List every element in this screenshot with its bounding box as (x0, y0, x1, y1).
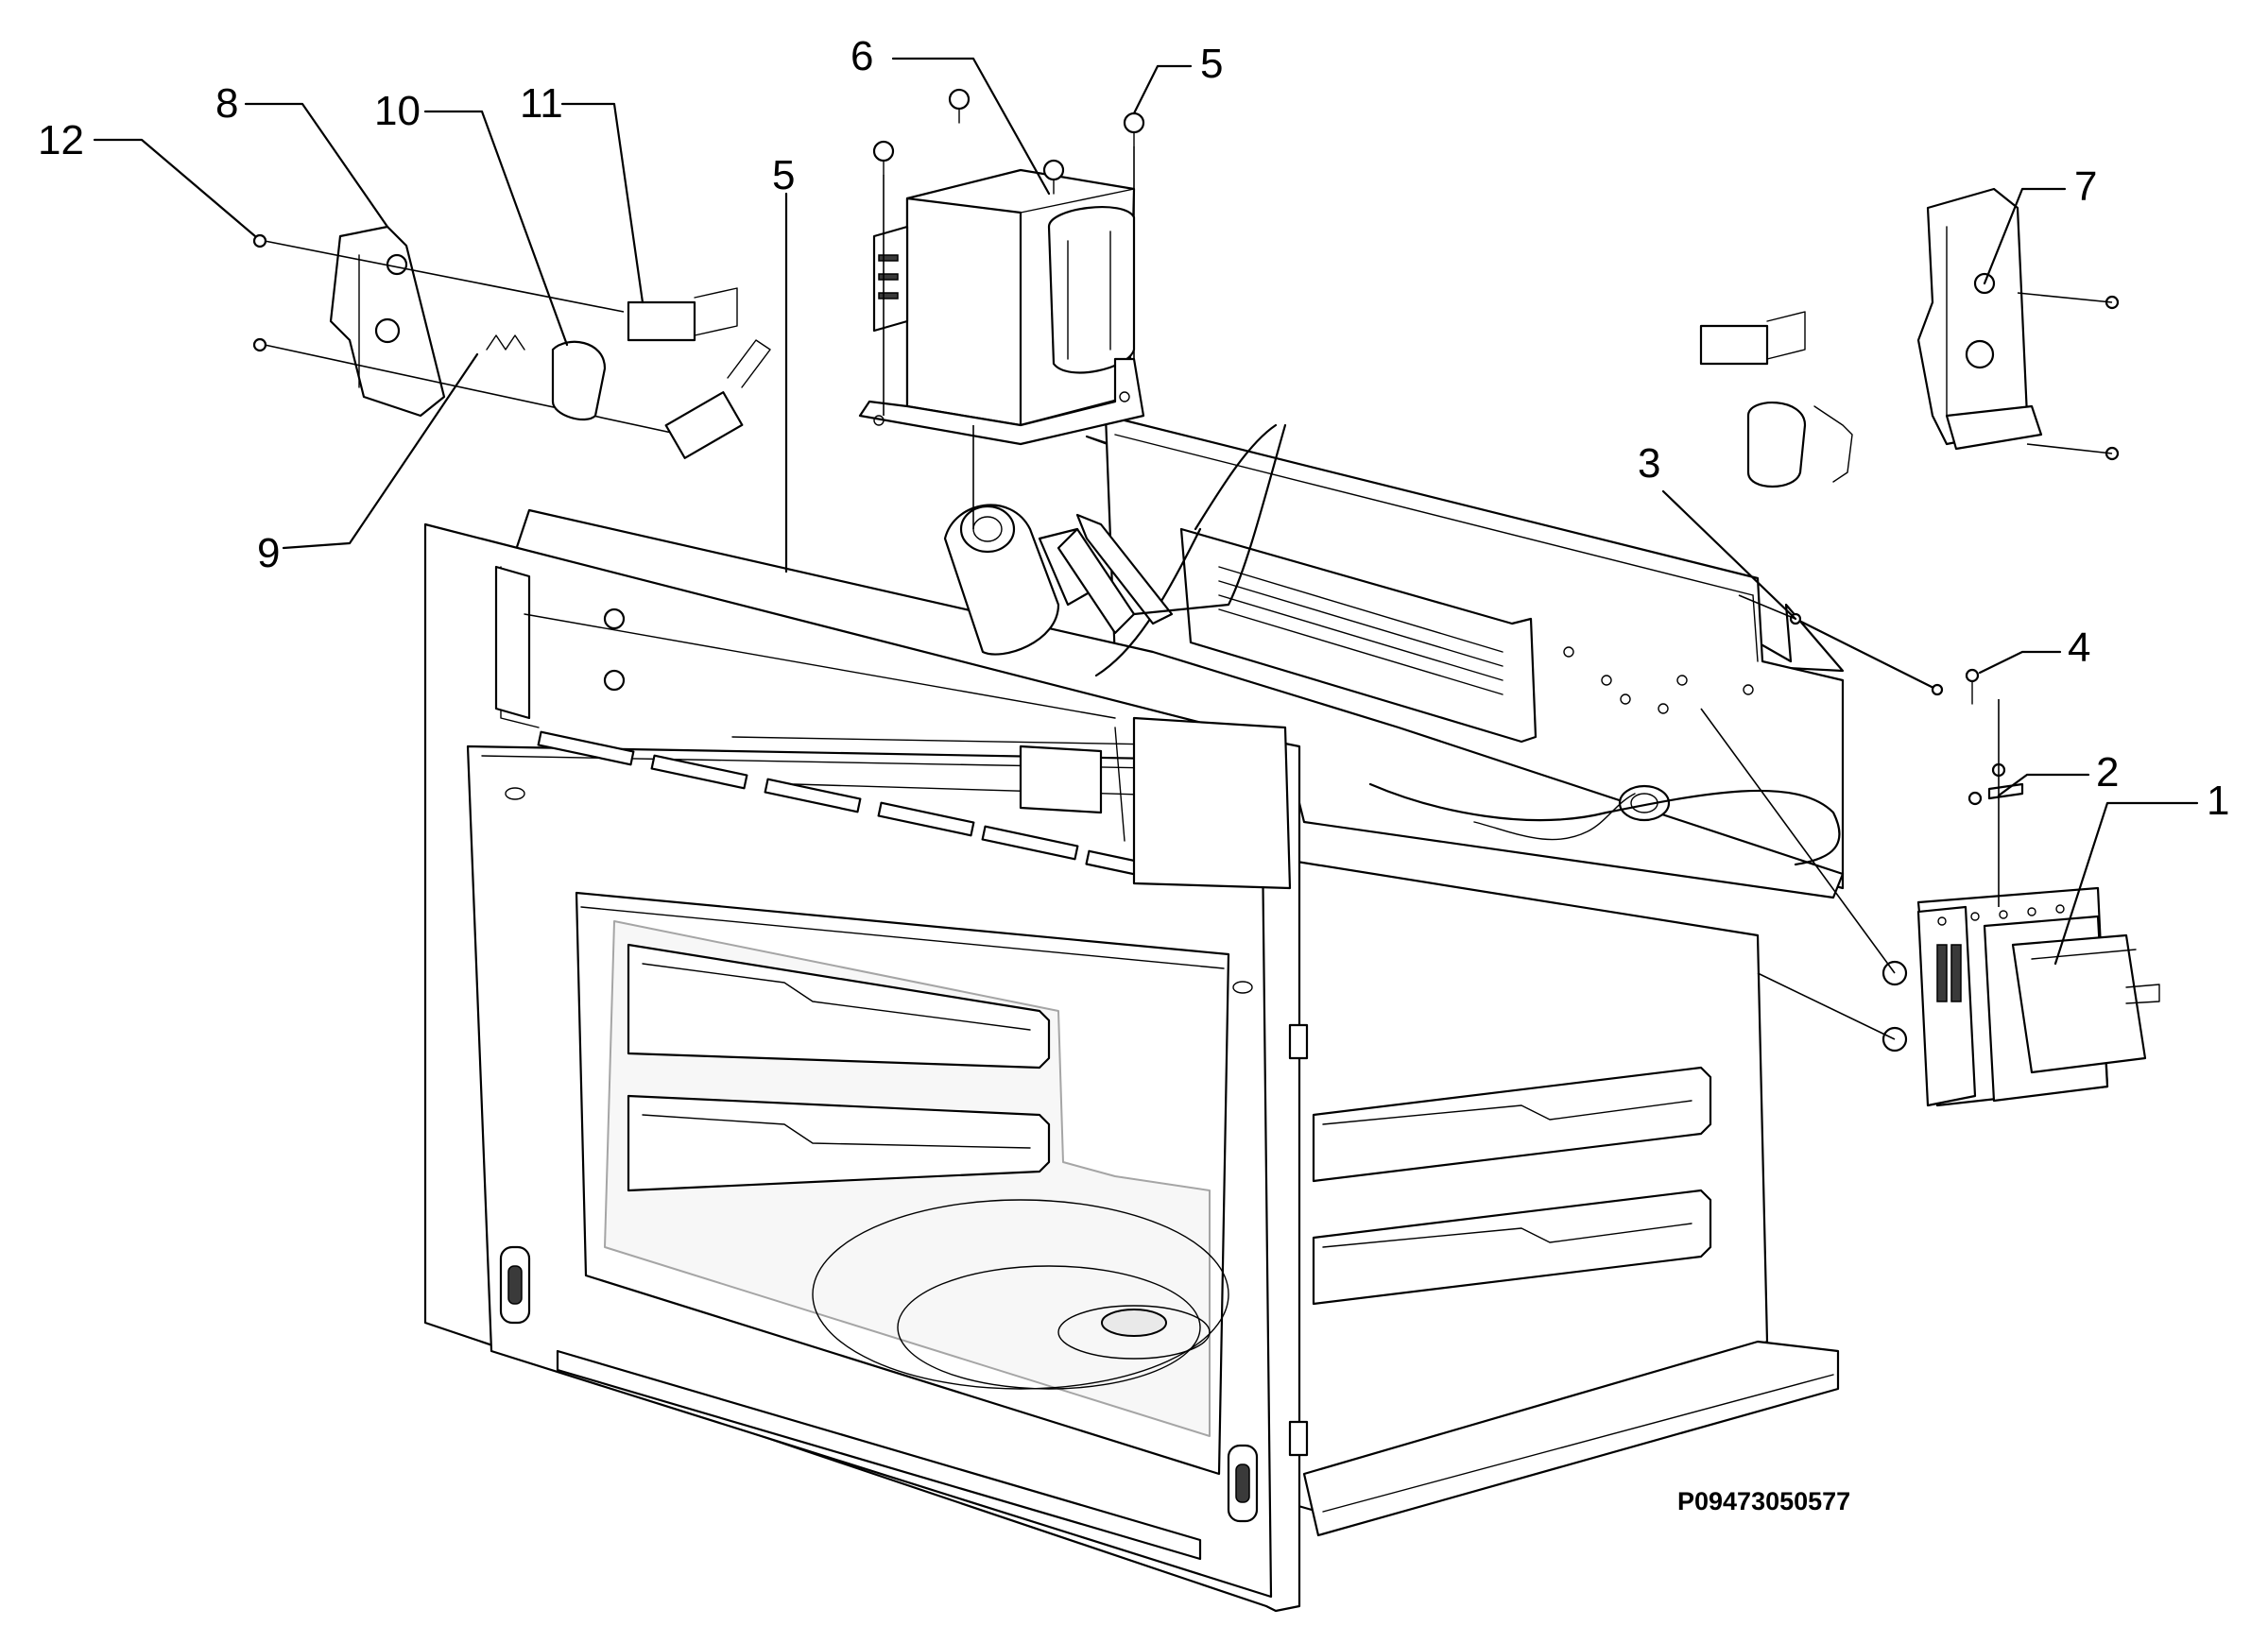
screws-2-4 (1965, 668, 2024, 907)
leader-11 (560, 102, 644, 304)
leader-4 (1978, 650, 2062, 675)
callout-8: 8 (215, 80, 238, 127)
callout-3: 3 (1638, 440, 1660, 487)
leader-2 (1997, 773, 2090, 797)
leader-6 (891, 57, 1051, 196)
callout-12: 12 (38, 117, 84, 163)
leader-7 (1983, 187, 2067, 285)
callout-1: 1 (2207, 778, 2229, 824)
right-door-switch-assembly (1699, 187, 2120, 488)
callout-leaders (93, 57, 2199, 966)
leader-5b (1132, 64, 1193, 115)
left-door-switch-assembly (252, 225, 771, 459)
callout-11: 11 (520, 80, 563, 127)
leader-12 (93, 138, 257, 238)
hv-capacitor (943, 423, 1287, 656)
leader-10 (423, 110, 569, 347)
leader-9 (282, 352, 479, 550)
callout-labels: 1 2 3 4 5 5 6 7 8 9 10 11 12 (38, 33, 2229, 824)
callout-10: 10 (374, 88, 421, 134)
callout-4: 4 (2068, 625, 2090, 671)
magnetron (1700, 708, 2160, 1107)
callout-9: 9 (257, 530, 280, 576)
callout-6: 6 (850, 33, 873, 79)
oven-cavity-assembly (423, 414, 1845, 1613)
hv-transformer (858, 88, 1145, 529)
callout-5a: 5 (772, 152, 795, 198)
leader-8 (244, 102, 389, 229)
callout-5b: 5 (1200, 41, 1223, 87)
drawing-id: P09473050577 (1677, 1487, 1850, 1515)
callout-7: 7 (2074, 163, 2097, 210)
leader-3 (1661, 489, 1797, 621)
callout-2: 2 (2096, 749, 2119, 796)
leader-1 (2053, 801, 2199, 966)
